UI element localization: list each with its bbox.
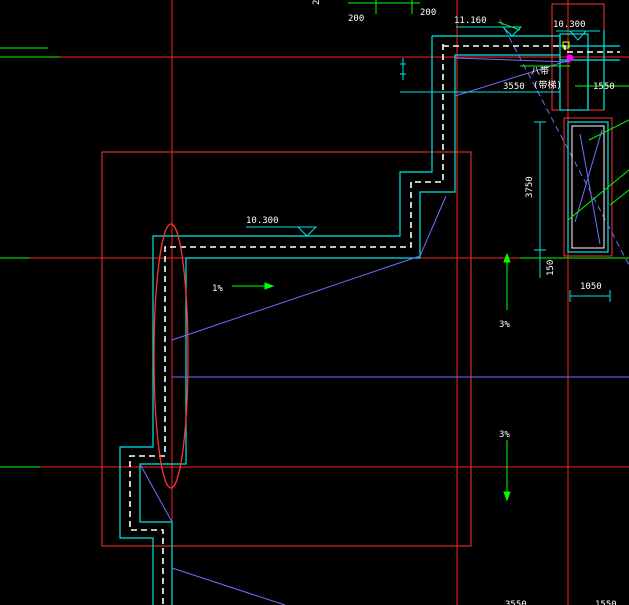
label-elev-10300-top: 10.300 [553,20,586,30]
centerline-dashed [129,44,444,605]
wall-outer-profile [119,36,433,605]
highlight-ellipse [153,223,189,489]
label-dim-3550: 3550 [503,82,525,92]
centerline-top-run [443,45,620,53]
wall-inner-profile [139,55,456,605]
shaft-cyan [567,121,609,253]
label-annot-a: 八带 [531,66,549,77]
green-dimension-lines [232,0,629,502]
label-dim-150: 150 [546,260,556,276]
label-bottom-1550: 1550 [595,600,617,605]
dimension-markers [246,26,611,302]
shaft-outer [563,117,613,257]
label-elev-10300-mid: 10.300 [246,216,279,226]
label-dim-200-left: 200 [348,14,364,24]
point-marker [562,41,574,62]
label-dim-200-right: 200 [420,8,436,18]
label-slope-3pct-a: 3% [499,320,510,330]
label-dim-1550: 1550 [593,82,615,92]
label-slope-3pct-b: 3% [499,430,510,440]
green-axis-stubs [0,47,629,468]
label-dim-3750: 3750 [525,176,535,198]
label-slope-1pct: 1% [212,284,223,294]
room-outline [101,151,472,547]
label-top-2: 2 [312,0,322,5]
shaft-detail [567,125,629,249]
blue-slope-lines [139,19,629,605]
cyan-wall-outlines [119,30,620,605]
label-annot-b: (带梯) [533,79,562,91]
wall-top-run [432,35,620,47]
label-dim-1050: 1050 [580,282,602,292]
label-elev-11160: 11.160 [454,16,487,26]
label-bottom-3550: 3550 [505,600,527,605]
red-outline-rectangles [101,3,613,547]
